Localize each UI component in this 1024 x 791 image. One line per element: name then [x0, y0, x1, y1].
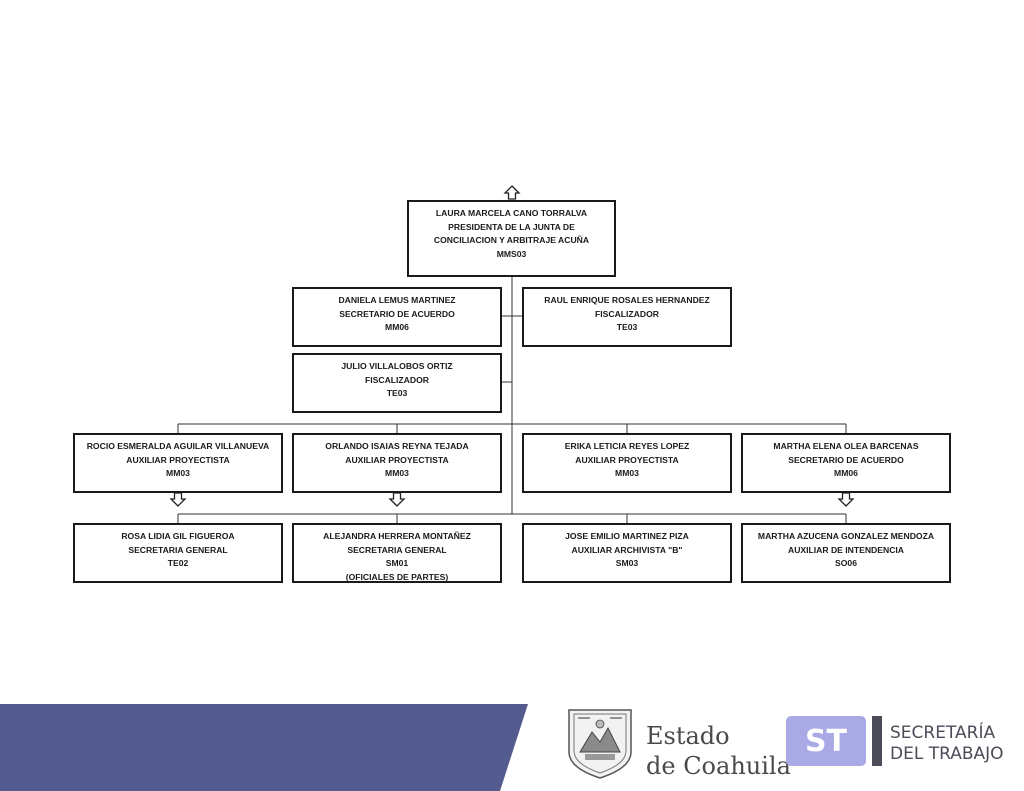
footer-color-band: [0, 704, 528, 791]
org-node-row2-4: MARTHA AZUCENA GONZALEZ MENDOZA AUXILIAR…: [741, 523, 951, 583]
node-code: SM01: [385, 558, 409, 568]
down-arrow-icon: [169, 492, 187, 507]
node-code: TE02: [167, 558, 189, 568]
node-name: ERIKA LETICIA REYES LOPEZ: [564, 441, 690, 451]
node-code: MM03: [166, 468, 190, 478]
down-arrow-icon: [388, 492, 406, 507]
up-arrow-icon: [503, 185, 521, 200]
node-name: MARTHA ELENA OLEA BARCENAS: [773, 441, 919, 451]
org-node-row2-3: JOSE EMILIO MARTINEZ PIZA AUXILIAR ARCHI…: [522, 523, 732, 583]
org-chart-connectors: [169, 185, 855, 524]
node-title: SECRETARIO DE ACUERDO: [339, 308, 455, 319]
node-code: MM03: [385, 468, 409, 478]
node-title: FISCALIZADOR: [365, 374, 429, 385]
st-badge-text: ST: [805, 724, 848, 759]
org-node-staff-3: JULIO VILLALOBOS ORTIZ FISCALIZADOR TE03: [292, 353, 502, 413]
estado-logo-text-1: Estado: [646, 722, 730, 750]
node-title: AUXILIAR ARCHIVISTA "B": [571, 544, 683, 555]
st-text-line2: DEL TRABAJO: [890, 744, 1004, 764]
node-name: RAUL ENRIQUE ROSALES HERNANDEZ: [544, 295, 710, 305]
node-code: TE03: [616, 322, 638, 332]
node-note: (OFICIALES DE PARTES): [345, 571, 449, 582]
org-node-row2-2: ALEJANDRA HERRERA MONTAÑEZ SECRETARIA GE…: [292, 523, 502, 583]
st-logo: ST SECRETARÍA DEL TRABAJO: [786, 716, 1004, 766]
node-code: MM06: [385, 322, 409, 332]
node-code: SO06: [835, 558, 857, 568]
node-name: ROSA LIDIA GIL FIGUEROA: [121, 531, 235, 541]
node-title: AUXILIAR PROYECTISTA: [126, 454, 230, 465]
node-code: MM06: [834, 468, 858, 478]
st-divider-bar: [872, 716, 882, 766]
org-node-row1-3: ERIKA LETICIA REYES LOPEZ AUXILIAR PROYE…: [522, 433, 732, 493]
node-name: ORLANDO ISAIAS REYNA TEJADA: [325, 441, 469, 451]
node-title: SECRETARIO DE ACUERDO: [788, 454, 904, 465]
st-badge-box: [786, 716, 866, 766]
node-name: MARTHA AZUCENA GONZALEZ MENDOZA: [757, 531, 935, 541]
node-code: TE03: [386, 388, 408, 398]
org-node-staff-1: DANIELA LEMUS MARTINEZ SECRETARIO DE ACU…: [292, 287, 502, 347]
node-code: MMS03: [496, 248, 527, 259]
node-name: ALEJANDRA HERRERA MONTAÑEZ: [323, 531, 471, 541]
org-node-row2-1: ROSA LIDIA GIL FIGUEROA SECRETARIA GENER…: [73, 523, 283, 583]
node-title: AUXILIAR DE INTENDENCIA: [787, 544, 905, 555]
node-name: DANIELA LEMUS MARTINEZ: [338, 295, 456, 305]
org-node-staff-2: RAUL ENRIQUE ROSALES HERNANDEZ FISCALIZA…: [522, 287, 732, 347]
org-node-head: LAURA MARCELA CANO TORRALVA PRESIDENTA D…: [407, 200, 616, 277]
org-node-row1-4: MARTHA ELENA OLEA BARCENAS SECRETARIO DE…: [741, 433, 951, 493]
node-title: FISCALIZADOR: [595, 308, 659, 319]
node-name: LAURA MARCELA CANO TORRALVA: [435, 208, 588, 218]
node-title: SECRETARIA GENERAL: [128, 544, 228, 555]
st-text-line1: SECRETARÍA: [890, 721, 995, 743]
node-title: PRESIDENTA DE LA JUNTA DE CONCILIACION Y…: [433, 221, 590, 246]
node-name: JOSE EMILIO MARTINEZ PIZA: [565, 531, 689, 541]
node-name: ROCIO ESMERALDA AGUILAR VILLANUEVA: [86, 441, 270, 451]
node-name: JULIO VILLALOBOS ORTIZ: [341, 361, 453, 371]
footer-band: Estado de Coahuila ST SECRETARÍA DEL TRA…: [0, 704, 1004, 791]
node-code: MM03: [615, 468, 639, 478]
estado-logo-text-2: de Coahuila: [646, 752, 791, 780]
coat-of-arms-icon: [568, 709, 632, 779]
org-node-row1-2: ORLANDO ISAIAS REYNA TEJADA AUXILIAR PRO…: [292, 433, 502, 493]
down-arrow-icon: [837, 492, 855, 507]
node-title: AUXILIAR PROYECTISTA: [345, 454, 449, 465]
node-code: SM03: [615, 558, 639, 568]
org-node-row1-1: ROCIO ESMERALDA AGUILAR VILLANUEVA AUXIL…: [73, 433, 283, 493]
node-title: AUXILIAR PROYECTISTA: [575, 454, 679, 465]
node-title: SECRETARIA GENERAL: [347, 544, 447, 555]
